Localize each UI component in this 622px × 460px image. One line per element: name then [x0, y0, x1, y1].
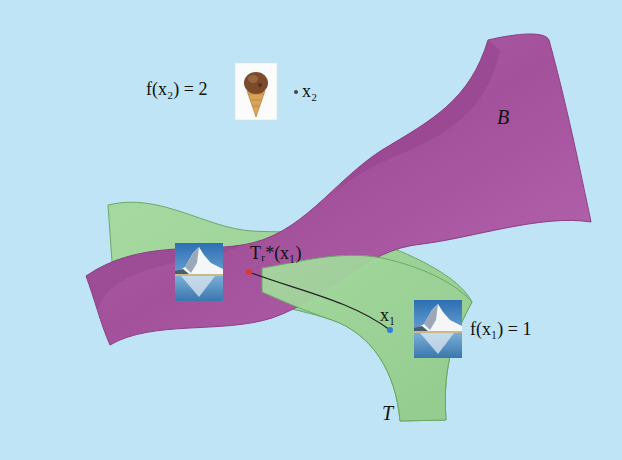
- manifold-label: T: [382, 402, 393, 424]
- point-label: x₂: [302, 82, 317, 102]
- transform-point-label: Tᵣ*(x₁): [250, 244, 301, 264]
- function-value-label: f(x₂) = 2: [146, 80, 207, 100]
- function-value-label: f(x₁) = 1: [470, 320, 531, 340]
- manifold-label: B: [497, 106, 509, 128]
- point-label: x₁: [380, 306, 395, 326]
